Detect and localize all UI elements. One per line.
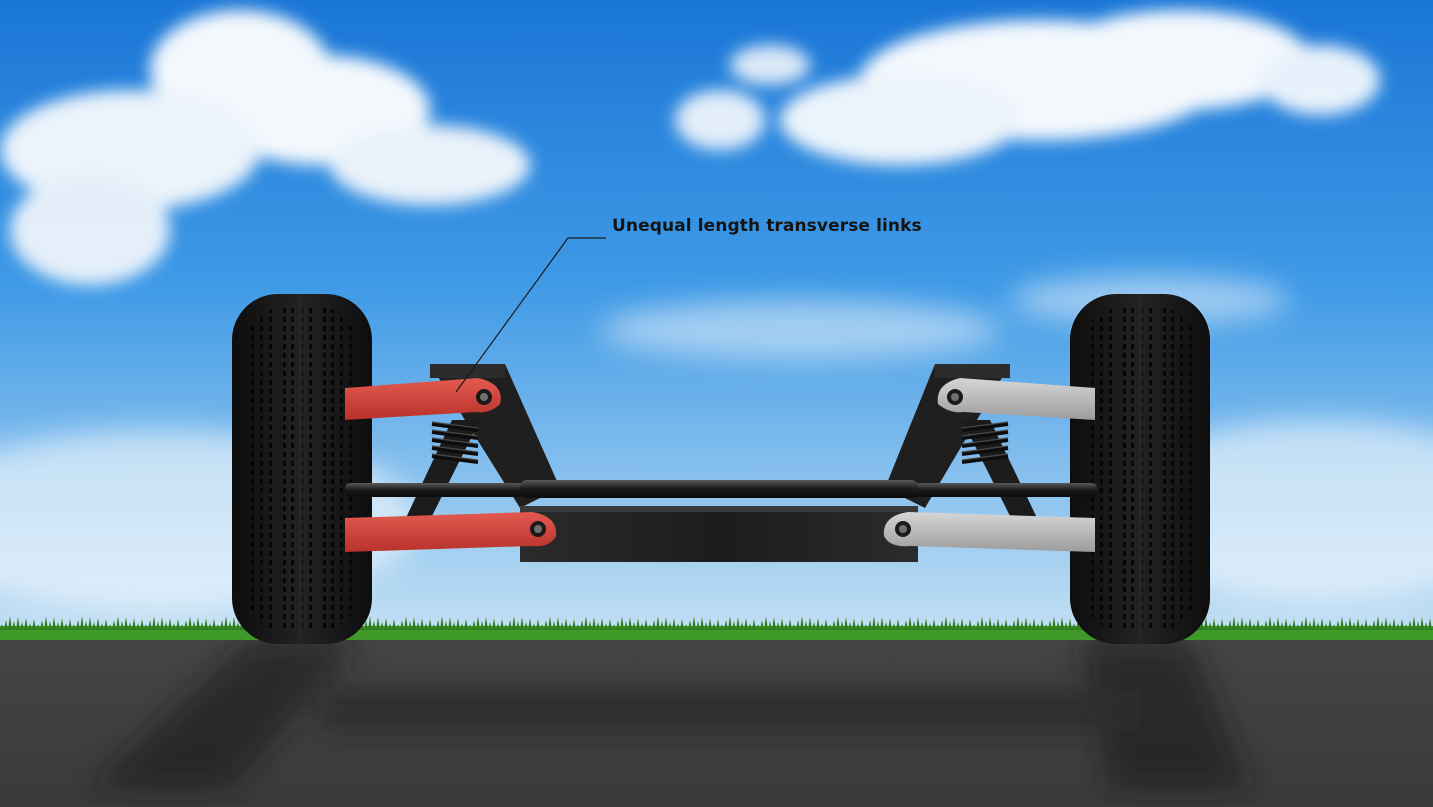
right-lower-link xyxy=(883,512,1095,552)
right-upper-link xyxy=(937,378,1095,420)
left-wheel xyxy=(232,294,372,644)
tie-rod xyxy=(345,480,1097,498)
right-wheel xyxy=(1070,294,1210,644)
road-shadow xyxy=(90,640,1250,790)
callout-leader-line xyxy=(455,237,606,393)
callout-label: Unequal length transverse links xyxy=(612,216,922,236)
clouds xyxy=(0,10,1380,285)
left-lower-link xyxy=(345,512,557,552)
left-upper-link xyxy=(345,378,501,420)
